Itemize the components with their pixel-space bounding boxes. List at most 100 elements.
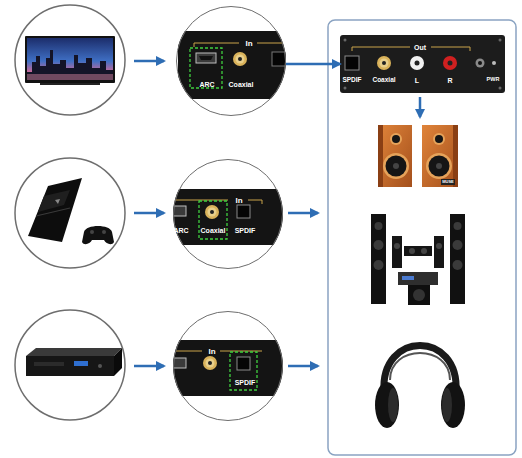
speakers-icon-part (422, 125, 458, 187)
tv-circle-part (15, 5, 125, 115)
port-label: Out (414, 44, 426, 51)
console-circle-part (82, 226, 114, 244)
speakers-icon-part (390, 133, 402, 145)
speakers-icon-part (386, 156, 407, 177)
input-zoom-art (168, 311, 292, 421)
output-device-part (344, 39, 347, 42)
player-circle-part (26, 348, 122, 356)
input-zoom-art-part (196, 53, 216, 63)
output-device-part (410, 56, 424, 70)
input-zoom-art-part (208, 361, 212, 365)
output-device-part (352, 47, 470, 51)
output-device-part (499, 87, 502, 90)
console-circle-part (90, 230, 94, 234)
input-zoom-art-part (206, 359, 215, 368)
console-circle-part (102, 230, 106, 234)
port-label: PWR (487, 77, 500, 83)
port-label: Coaxial (229, 81, 254, 88)
home-theater-icon-part (413, 289, 425, 301)
input-zoom-art-part (210, 210, 214, 214)
input-zoom-art-part (168, 189, 292, 245)
output-panel (328, 20, 516, 455)
output-device (340, 35, 505, 93)
home-theater-icon-part (402, 276, 414, 280)
speakers-icon-part (393, 163, 399, 169)
speakers-icon-part (426, 153, 452, 179)
player-circle-part (74, 361, 88, 366)
input-zoom-art-part (237, 357, 250, 370)
player-circle-part (34, 362, 64, 366)
console-circle (15, 158, 125, 268)
speakers-icon-part (436, 163, 442, 169)
port-label: SPDIF (235, 379, 256, 386)
port-label: Coaxial (201, 227, 226, 234)
port-label: In (245, 40, 252, 48)
home-theater-icon-part (404, 246, 432, 256)
port-label: ARC (199, 81, 214, 88)
home-theater-icon-part (409, 248, 415, 254)
player-circle-part (26, 356, 114, 376)
player-circle-part (98, 364, 102, 368)
input-zoom-art-part (199, 201, 227, 239)
output-device-part (492, 61, 496, 65)
port-label: R (447, 77, 452, 84)
port-label: ARC (173, 227, 188, 234)
headphones-icon-part (384, 346, 456, 393)
output-device-part (499, 39, 502, 42)
port-label: L (415, 77, 419, 84)
flow-arrow (286, 63, 340, 66)
headphones-icon (375, 346, 465, 429)
input-zoom-art-part (168, 340, 292, 396)
flow-arrow-part (419, 97, 422, 117)
speakers-icon-part (453, 125, 458, 187)
output-device-part (344, 87, 347, 90)
input-zoom-art-part (208, 208, 217, 217)
speakers-icon-part (378, 125, 412, 187)
home-theater-icon-part (375, 222, 383, 230)
input-zoom-art-part (178, 31, 298, 99)
input-zoom-circle: InSPDIF (173, 311, 283, 421)
input-zoom-art-part (237, 205, 250, 218)
speakers-icon-part (433, 133, 445, 145)
input-zoom-art-part (233, 52, 247, 66)
input-zoom-art-part (272, 52, 286, 66)
output-port-panel: OutSPDIFCoaxialLRPWR (340, 35, 505, 93)
home-theater-icon (371, 214, 465, 305)
input-zoom-art-part (176, 351, 262, 352)
brand-label: MUSE (442, 180, 454, 184)
home-theater-icon-part (371, 214, 386, 304)
speakers-icon-part (429, 156, 450, 177)
home-theater-icon-part (453, 260, 463, 270)
headphones-icon-part (388, 388, 398, 422)
tv-circle-part (27, 74, 113, 80)
flow-arrow-part (134, 60, 164, 63)
port-label: SPDIF (342, 77, 361, 84)
speakers-icon-part (441, 179, 455, 185)
home-theater-icon-part (374, 260, 384, 270)
home-theater-icon-part (392, 236, 402, 268)
input-zoom-art-part (203, 356, 217, 370)
console-circle-part (36, 208, 70, 216)
tv-circle-part (27, 38, 113, 80)
input-zoom-art-part (230, 352, 257, 390)
headphones-icon-part (375, 382, 399, 428)
output-device-part (377, 56, 391, 70)
input-zoom-art-part (238, 57, 242, 61)
home-theater-icon-part (421, 248, 427, 254)
port-label: In (208, 348, 215, 356)
speakers-icon-part (392, 135, 400, 143)
port-label: In (235, 197, 242, 205)
input-zoom-art-part (199, 56, 213, 60)
port-label: SPDIF (235, 227, 256, 234)
home-theater-icon-part (454, 222, 462, 230)
console-circle-part (55, 199, 60, 204)
input-zoom-art (176, 6, 300, 116)
input-zoom-art-part (236, 55, 245, 64)
headphones-icon-part (390, 353, 450, 380)
input-zoom-circle: InARC Coaxial (176, 6, 286, 116)
flow-arrow (134, 61, 420, 366)
output-device-part (380, 59, 389, 68)
output-device-part (340, 35, 505, 93)
output-device-part (478, 61, 482, 65)
